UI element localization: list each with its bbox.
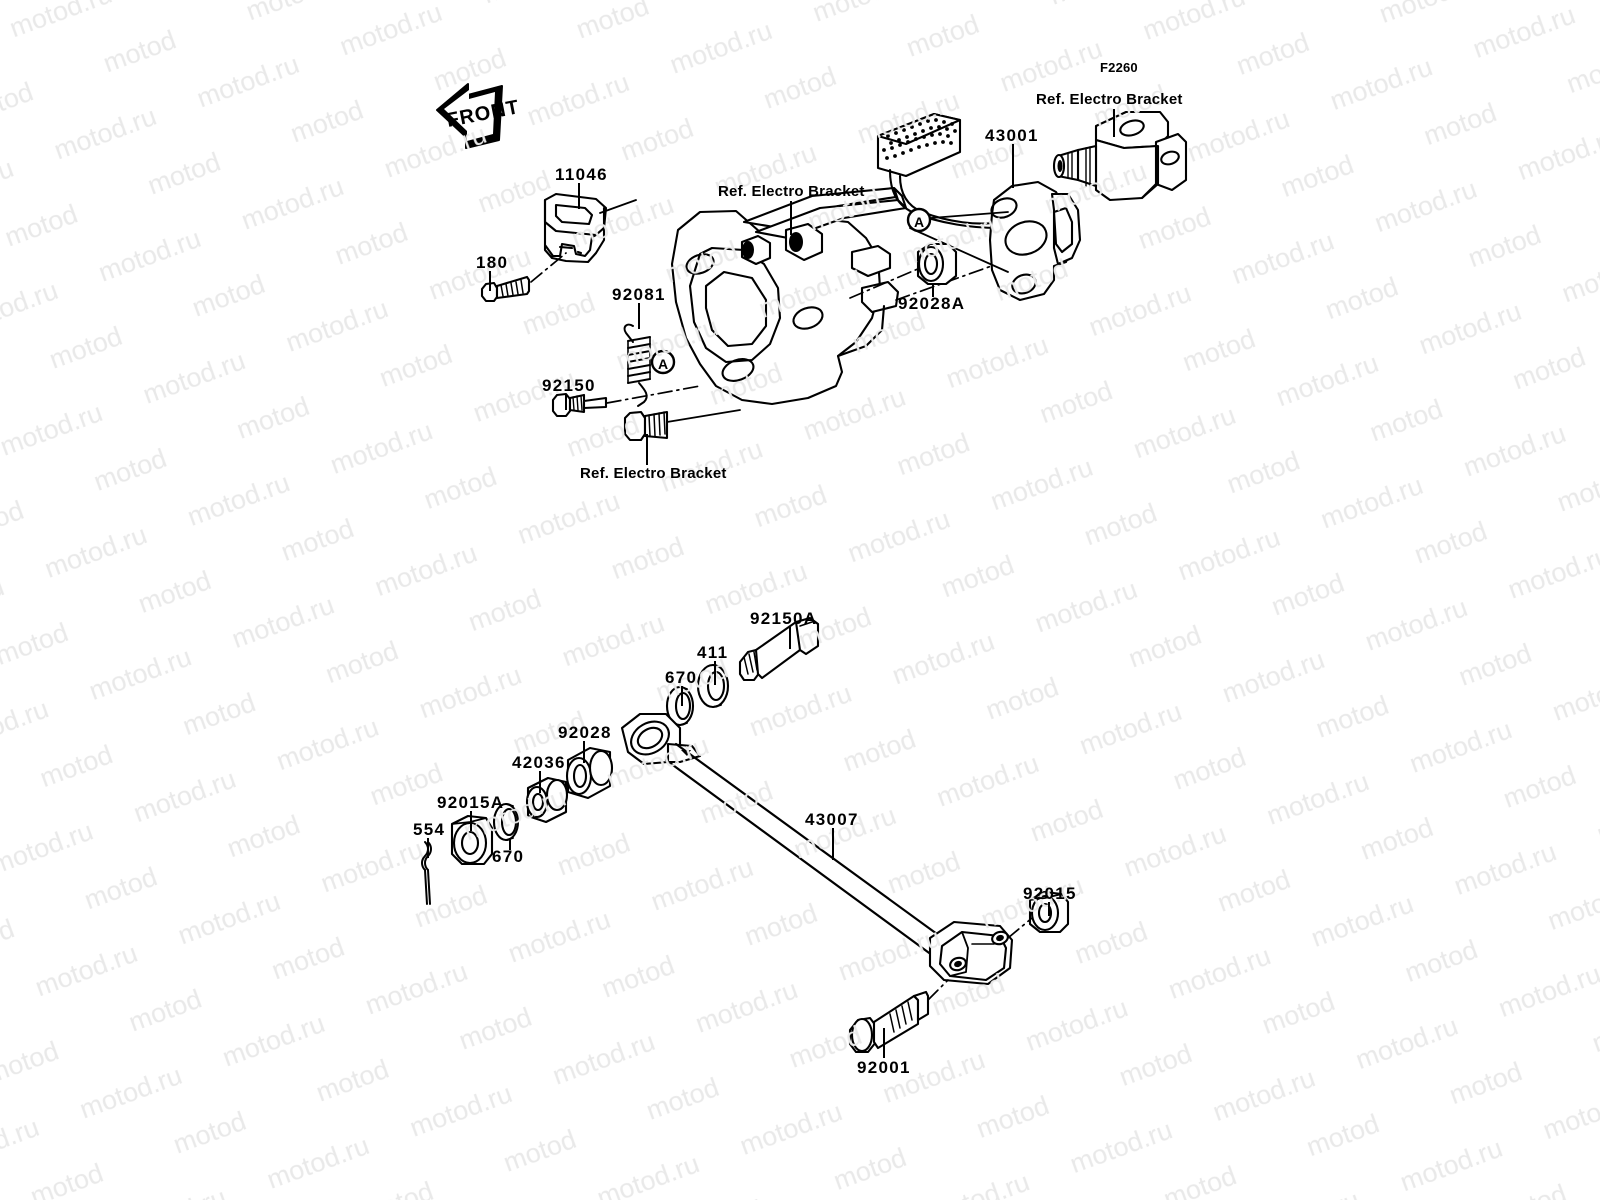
leader-92028 — [583, 741, 585, 763]
label-part-92015A: 92015A — [437, 793, 505, 812]
leader-670-upper — [681, 686, 683, 706]
label-part-43007: 43007 — [805, 810, 859, 829]
leader-92028A — [932, 285, 934, 297]
label-part-411: 411 — [697, 643, 729, 662]
label-F2260: F2260 — [1100, 60, 1138, 75]
label-part-670-upper: 670 — [665, 668, 698, 687]
leader-92015A — [470, 811, 472, 831]
label-part-92015: 92015 — [1023, 884, 1077, 903]
leader-411 — [714, 661, 716, 685]
label-ref-electro-bracket-right: Ref. Electro Bracket — [1036, 91, 1183, 108]
leader-42036 — [539, 771, 541, 793]
label-part-92028A: 92028A — [898, 294, 966, 313]
label-part-42036: 42036 — [512, 753, 566, 772]
label-part-92001: 92001 — [857, 1058, 911, 1077]
label-part-92150: 92150 — [542, 376, 596, 395]
label-part-43001: 43001 — [985, 126, 1039, 145]
leader-ref-top — [790, 201, 792, 235]
leader-670-left — [509, 838, 511, 850]
leader-92150A — [789, 627, 791, 649]
label-part-92150A: 92150A — [750, 609, 818, 628]
label-part-554: 554 — [413, 820, 446, 839]
leader-92081 — [638, 303, 640, 329]
label-part-92028: 92028 — [558, 723, 612, 742]
leader-11046 — [578, 183, 580, 209]
label-ref-electro-bracket-top: Ref. Electro Bracket — [718, 183, 865, 200]
leader-554 — [427, 838, 429, 858]
leader-92150 — [565, 394, 567, 410]
label-part-92081: 92081 — [612, 285, 666, 304]
leader-ref-bottom — [646, 434, 648, 465]
leader-ref-right — [1113, 109, 1115, 137]
label-part-670-left: 670 — [492, 847, 525, 866]
leader-180 — [489, 271, 491, 291]
label-part-180: 180 — [476, 253, 509, 272]
leader-43001 — [1012, 144, 1014, 188]
leader-92001 — [883, 1028, 885, 1058]
leader-43007 — [832, 828, 834, 860]
label-part-11046: 11046 — [555, 165, 608, 184]
label-ref-electro-bracket-bottom: Ref. Electro Bracket — [580, 465, 727, 482]
leader-92015 — [1048, 902, 1050, 916]
